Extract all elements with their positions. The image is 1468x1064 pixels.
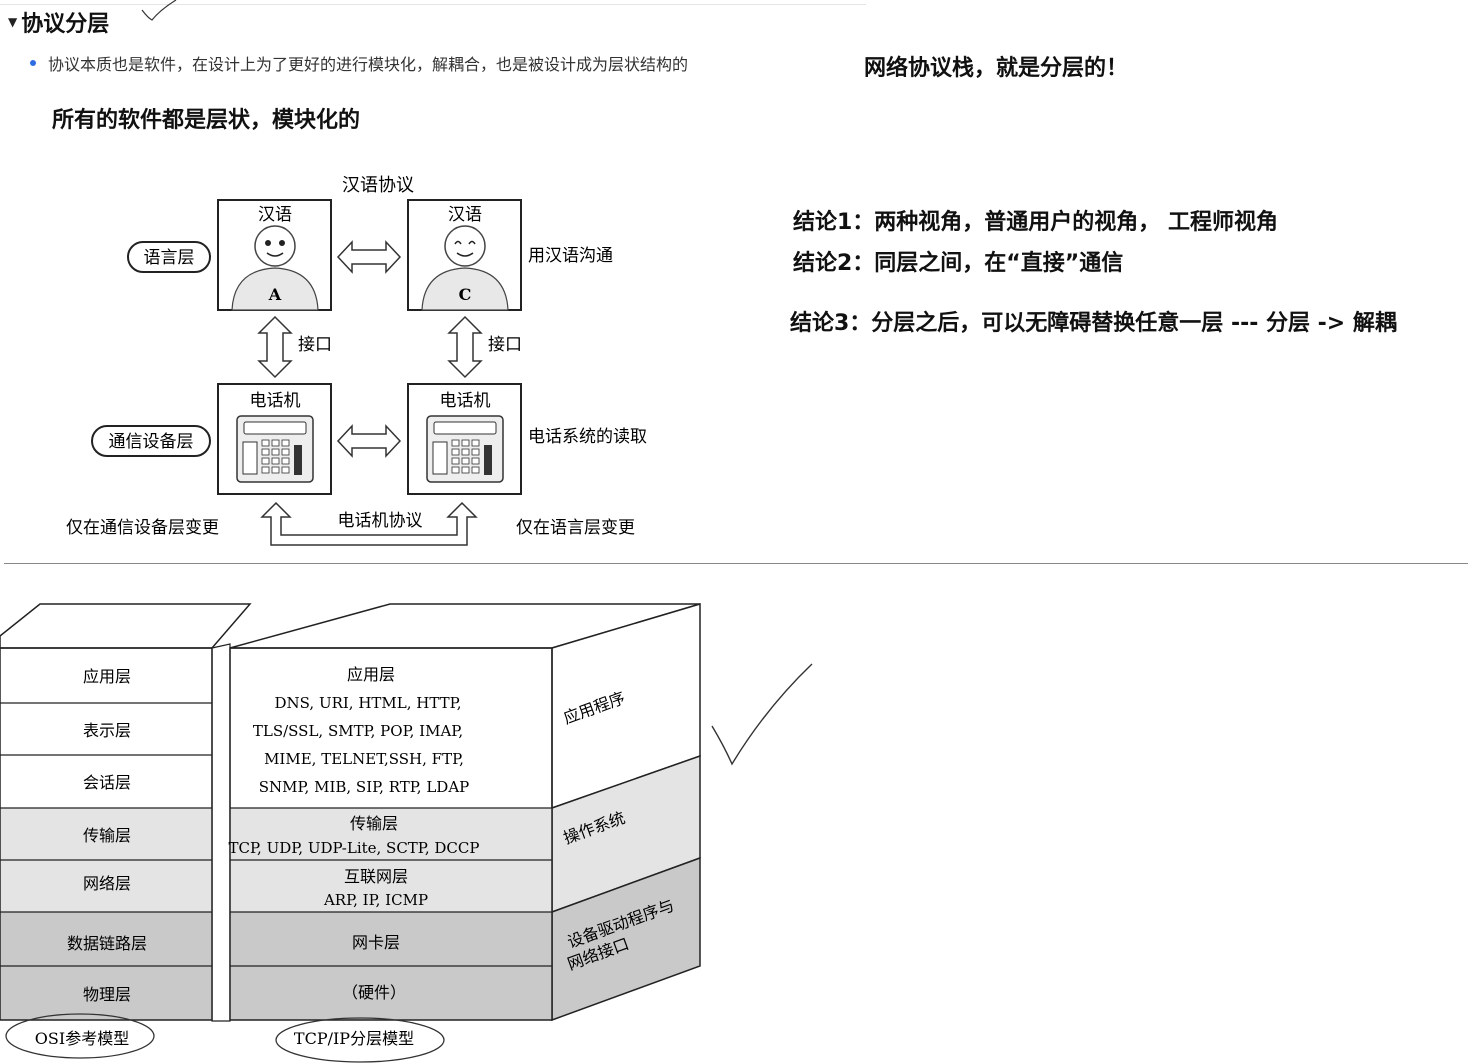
section-title: 协议分层: [21, 6, 109, 38]
up-down-arrow-icon: [449, 317, 481, 377]
top-protocol-label: 汉语协议: [342, 175, 414, 196]
tcp-app-line-4: SNMP, MIB, SIP, RTP, LDAP: [259, 778, 470, 796]
phone-protocol-label: 电话机协议: [338, 511, 423, 531]
person-c-letter: C: [459, 285, 472, 304]
tcp-internet-protocols: ARP, IP, ICMP: [323, 891, 428, 909]
phone-left-title: 电话机: [250, 391, 301, 411]
phone-layer-diagram: 汉语协议 汉语 A 汉语 C 语言层 用汉语沟通 接口 接口 电话机: [0, 160, 760, 560]
osi-caption: OSI参考模型: [35, 1029, 129, 1048]
osi-tcpip-diagram: 应用层 表示层 会话层 传输层 网络层 数据链路层 物理层 应用层 DNS, U…: [0, 596, 720, 1064]
tcp-app-line-1: DNS, URI, HTML, HTTP,: [275, 694, 462, 712]
tcp-transport-protocols: TCP, UDP, UDP-Lite, SCTP, DCCP: [229, 839, 480, 857]
interface-left-label: 接口: [298, 335, 332, 355]
bullet-text: 协议本质也是软件，在设计上为了更好的进行模块化，解耦合，也是被设计成为层状结构的: [48, 51, 688, 75]
conclusion-3: 结论3：分层之后，可以无障碍替换任意一层 --- 分层 -> 解耦: [790, 305, 1397, 337]
phone-system-label: 电话系统的读取: [528, 427, 647, 447]
person-c-face-icon: [445, 226, 485, 266]
person-a-letter: A: [268, 285, 282, 304]
up-down-arrow-icon: [259, 317, 291, 377]
checkmark-icon: [140, 0, 180, 24]
tcp-transport-title: 传输层: [350, 814, 398, 833]
tcp-internet-title: 互联网层: [344, 867, 408, 886]
section-heading[interactable]: ▼ 协议分层: [8, 6, 109, 38]
person-a-face-icon: [255, 226, 295, 266]
tcp-caption: TCP/IP分层模型: [294, 1029, 414, 1048]
person-a-title: 汉语: [258, 205, 292, 225]
collapse-caret-icon[interactable]: ▼: [8, 15, 17, 29]
person-c-box: 汉语 C: [408, 200, 521, 310]
osi-layer-network: 网络层: [83, 874, 131, 893]
device-layer-label: 通信设备层: [109, 432, 194, 452]
osi-layer-application: 应用层: [83, 667, 131, 686]
tcp-link-layer: 网卡层: [352, 933, 400, 952]
osi-layer-physical: 物理层: [83, 985, 131, 1004]
osi-layer-transport: 传输层: [83, 826, 131, 845]
double-arrow-icon: [338, 426, 400, 456]
only-device-change-label: 仅在通信设备层变更: [66, 518, 219, 538]
use-chinese-label: 用汉语沟通: [528, 246, 613, 266]
checkmark-icon: [706, 660, 818, 772]
telephone-icon: [237, 416, 313, 482]
osi-layer-session: 会话层: [83, 773, 131, 792]
conclusion-1: 结论1：两种视角，普通用户的视角， 工程师视角: [793, 204, 1278, 236]
bullet-dot-icon: [30, 60, 36, 66]
language-layer-label: 语言层: [144, 248, 195, 268]
conclusion-2: 结论2：同层之间，在“直接”通信: [793, 245, 1123, 277]
osi-layer-presentation: 表示层: [83, 721, 131, 740]
software-note: 所有的软件都是层状，模块化的: [52, 102, 360, 134]
osi-layer-datalink: 数据链路层: [67, 934, 147, 953]
bullet-item: 协议本质也是软件，在设计上为了更好的进行模块化，解耦合，也是被设计成为层状结构的: [30, 51, 688, 75]
phone-right-title: 电话机: [440, 391, 491, 411]
only-language-change-label: 仅在语言层变更: [516, 518, 635, 538]
interface-right-label: 接口: [488, 335, 522, 355]
person-a-box: 汉语 A: [218, 200, 331, 310]
top-rule: [0, 4, 866, 5]
stack-note: 网络协议栈，就是分层的！: [864, 50, 1128, 82]
double-arrow-icon: [338, 242, 400, 272]
tcp-hardware: （硬件）: [342, 983, 406, 1002]
tcp-app-title: 应用层: [347, 665, 395, 684]
person-c-title: 汉语: [448, 205, 482, 225]
phone-left-box: 电话机: [218, 384, 331, 494]
telephone-icon: [427, 416, 503, 482]
tcp-app-line-2: TLS/SSL, SMTP, POP, IMAP,: [253, 722, 463, 740]
phone-right-box: 电话机: [408, 384, 521, 494]
tcp-app-line-3: MIME, TELNET,SSH, FTP,: [264, 750, 464, 768]
section-divider: [4, 563, 1468, 564]
